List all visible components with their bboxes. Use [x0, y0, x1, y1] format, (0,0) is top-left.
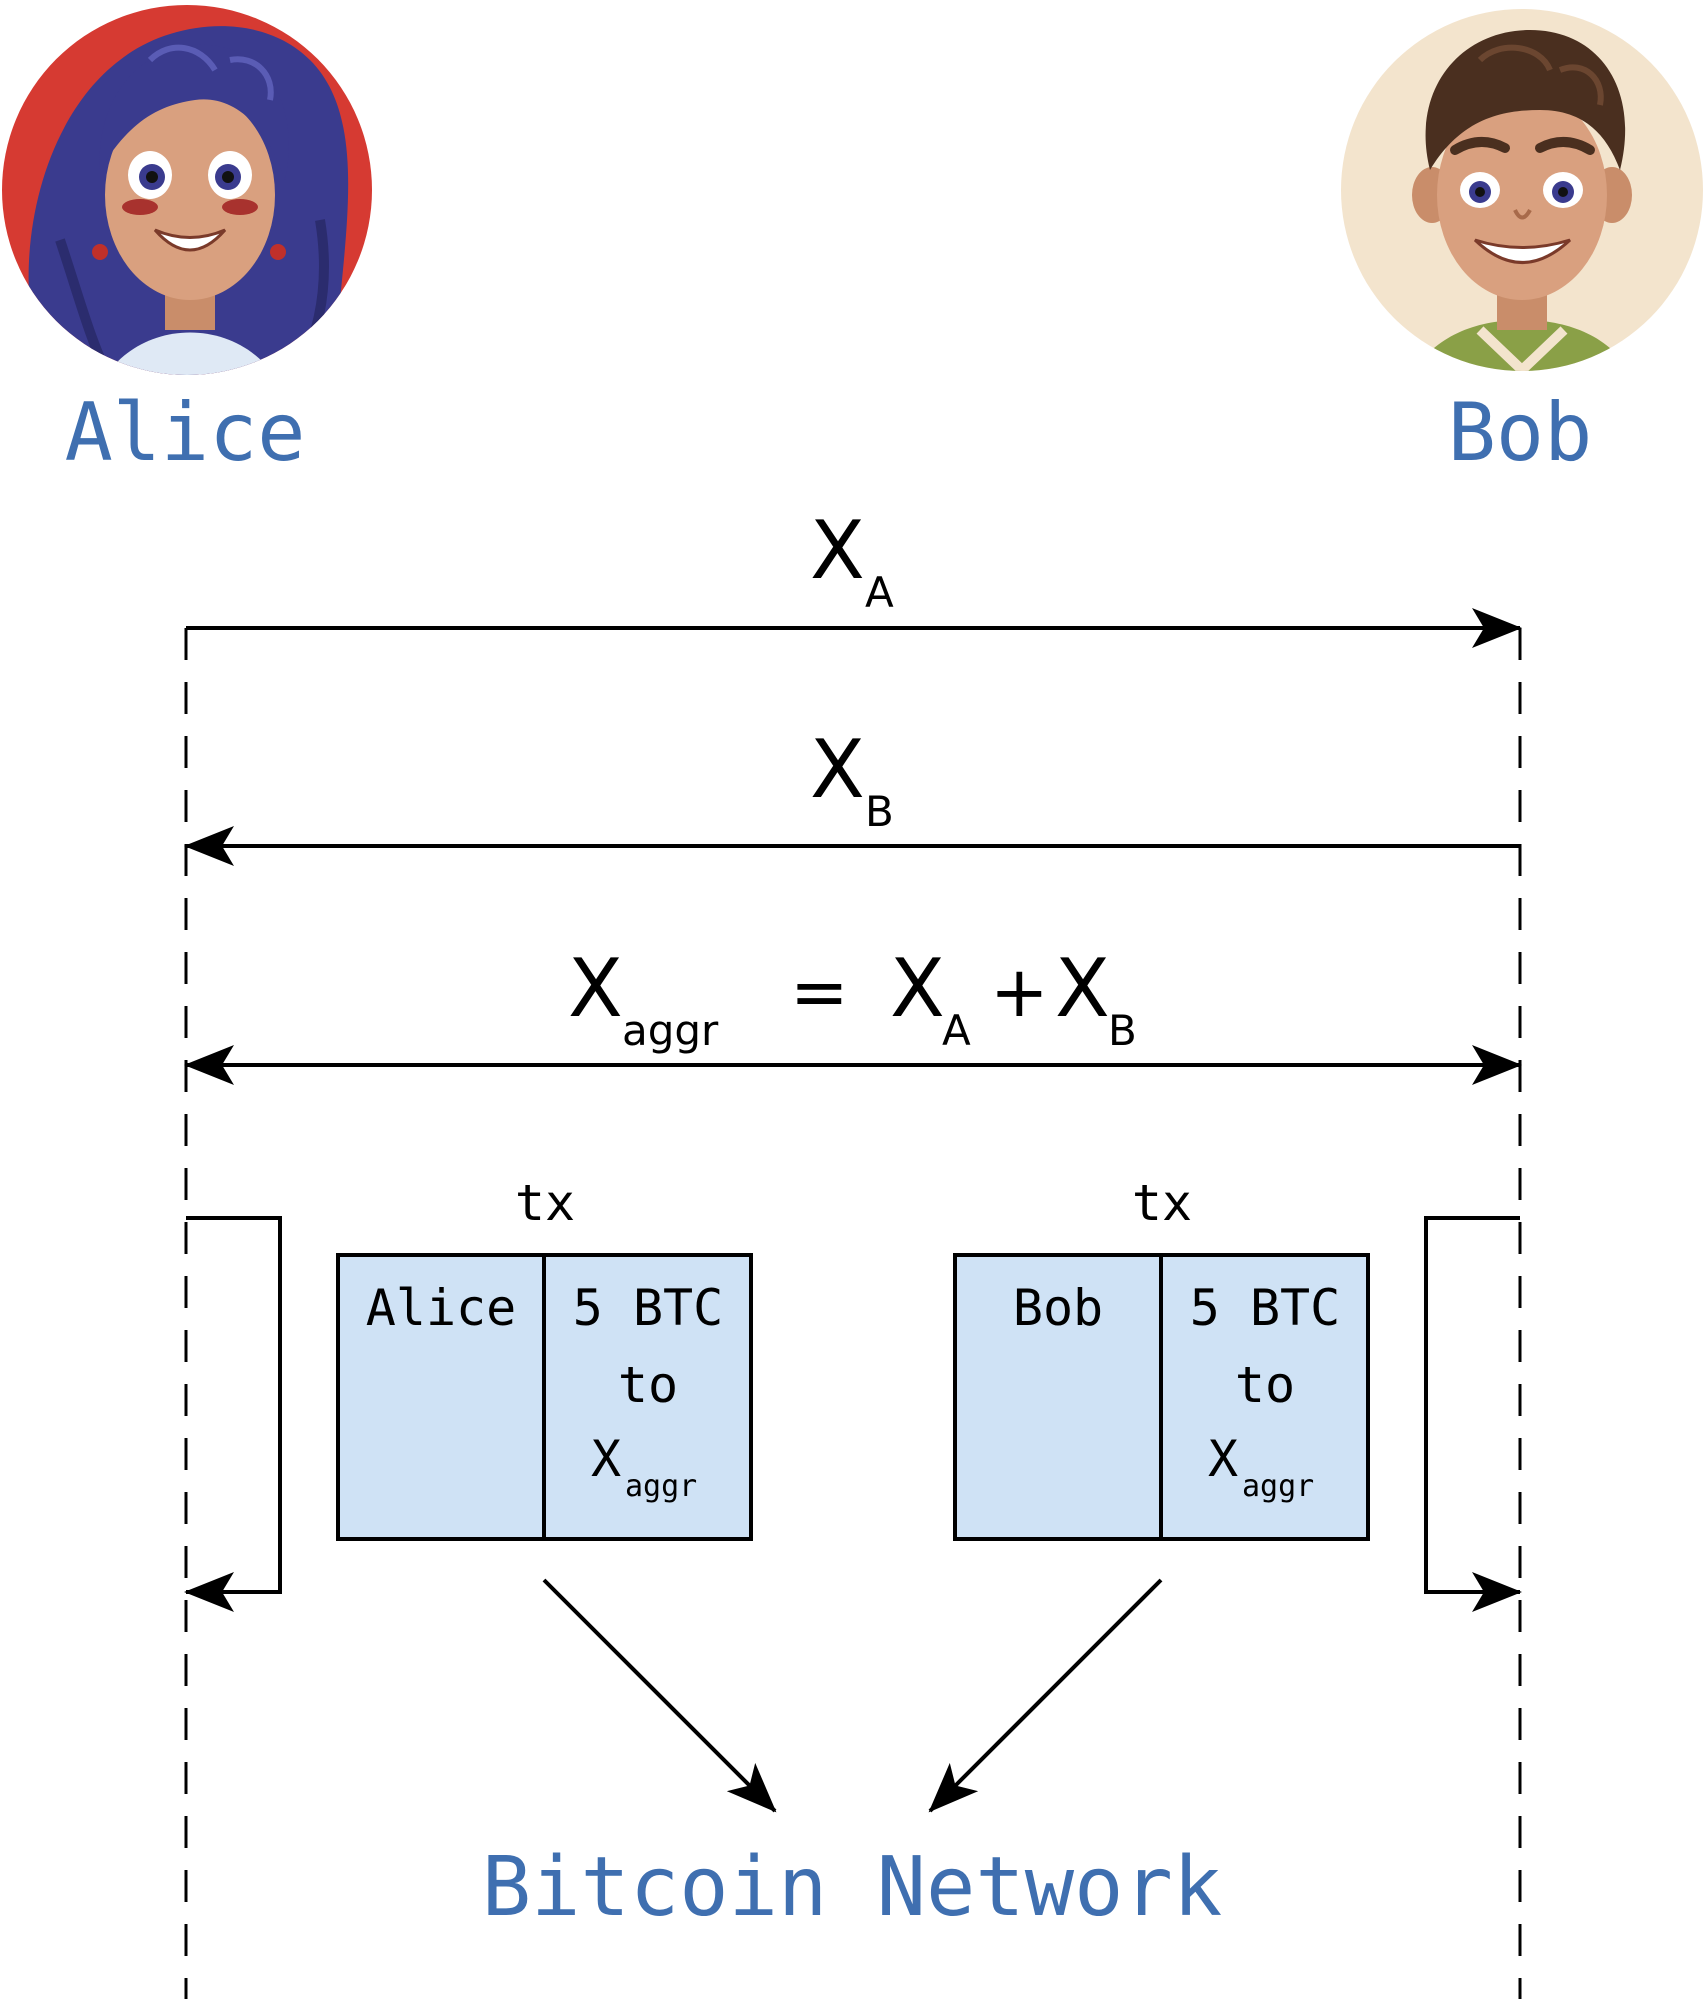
network-label: Bitcoin Network: [482, 1840, 1223, 1935]
tx-alice: tx Alice 5 BTC to X aggr: [336, 1174, 753, 1541]
tx-alice-dest-main: X: [591, 1430, 621, 1488]
tx-alice-dest-sub: aggr: [625, 1469, 697, 1504]
aggr-lhs-main: X: [568, 942, 623, 1035]
alice-name: Alice: [65, 386, 306, 479]
tx-bob-from: Bob: [1013, 1279, 1103, 1337]
aggr-lhs-sub: aggr: [622, 1006, 719, 1055]
aggr-term1-main: X: [890, 942, 945, 1035]
aggr-term2-main: X: [1055, 942, 1110, 1035]
alice-avatar: [2, 5, 372, 375]
tx-alice-label: tx: [515, 1174, 575, 1232]
message-aggregate: X aggr = X A + X B: [184, 942, 1522, 1085]
tx-bob-to: to: [1235, 1356, 1295, 1414]
tx-bob: tx Bob 5 BTC to X aggr: [953, 1174, 1370, 1541]
key-a-sub: A: [865, 568, 894, 617]
tx-alice-from: Alice: [366, 1279, 517, 1337]
tx-bob-dest-main: X: [1208, 1430, 1238, 1488]
tx-alice-amount: 5 BTC: [573, 1279, 724, 1337]
tx-bob-amount: 5 BTC: [1190, 1279, 1341, 1337]
key-b-main: X: [810, 723, 865, 816]
message-key-b: X B: [184, 723, 1520, 866]
message-key-a: X A: [186, 504, 1522, 648]
key-a-main: X: [810, 504, 865, 597]
key-b-sub: B: [865, 787, 894, 836]
alice-self-loop: [184, 1216, 282, 1612]
aggr-term1-sub: A: [942, 1006, 971, 1055]
tx-alice-to: to: [618, 1356, 678, 1414]
aggr-term2-sub: B: [1108, 1006, 1137, 1055]
bob-self-loop: [1424, 1216, 1522, 1612]
tx-bob-label: tx: [1132, 1174, 1192, 1232]
bob-name: Bob: [1448, 386, 1593, 479]
aggr-plus: +: [990, 951, 1049, 1033]
tx-bob-dest-sub: aggr: [1242, 1469, 1314, 1504]
arrow-tx-alice-to-network: [542, 1578, 777, 1813]
bob-avatar: [1341, 9, 1703, 371]
aggr-equals: =: [790, 951, 849, 1033]
arrow-tx-bob-to-network: [928, 1578, 1163, 1813]
